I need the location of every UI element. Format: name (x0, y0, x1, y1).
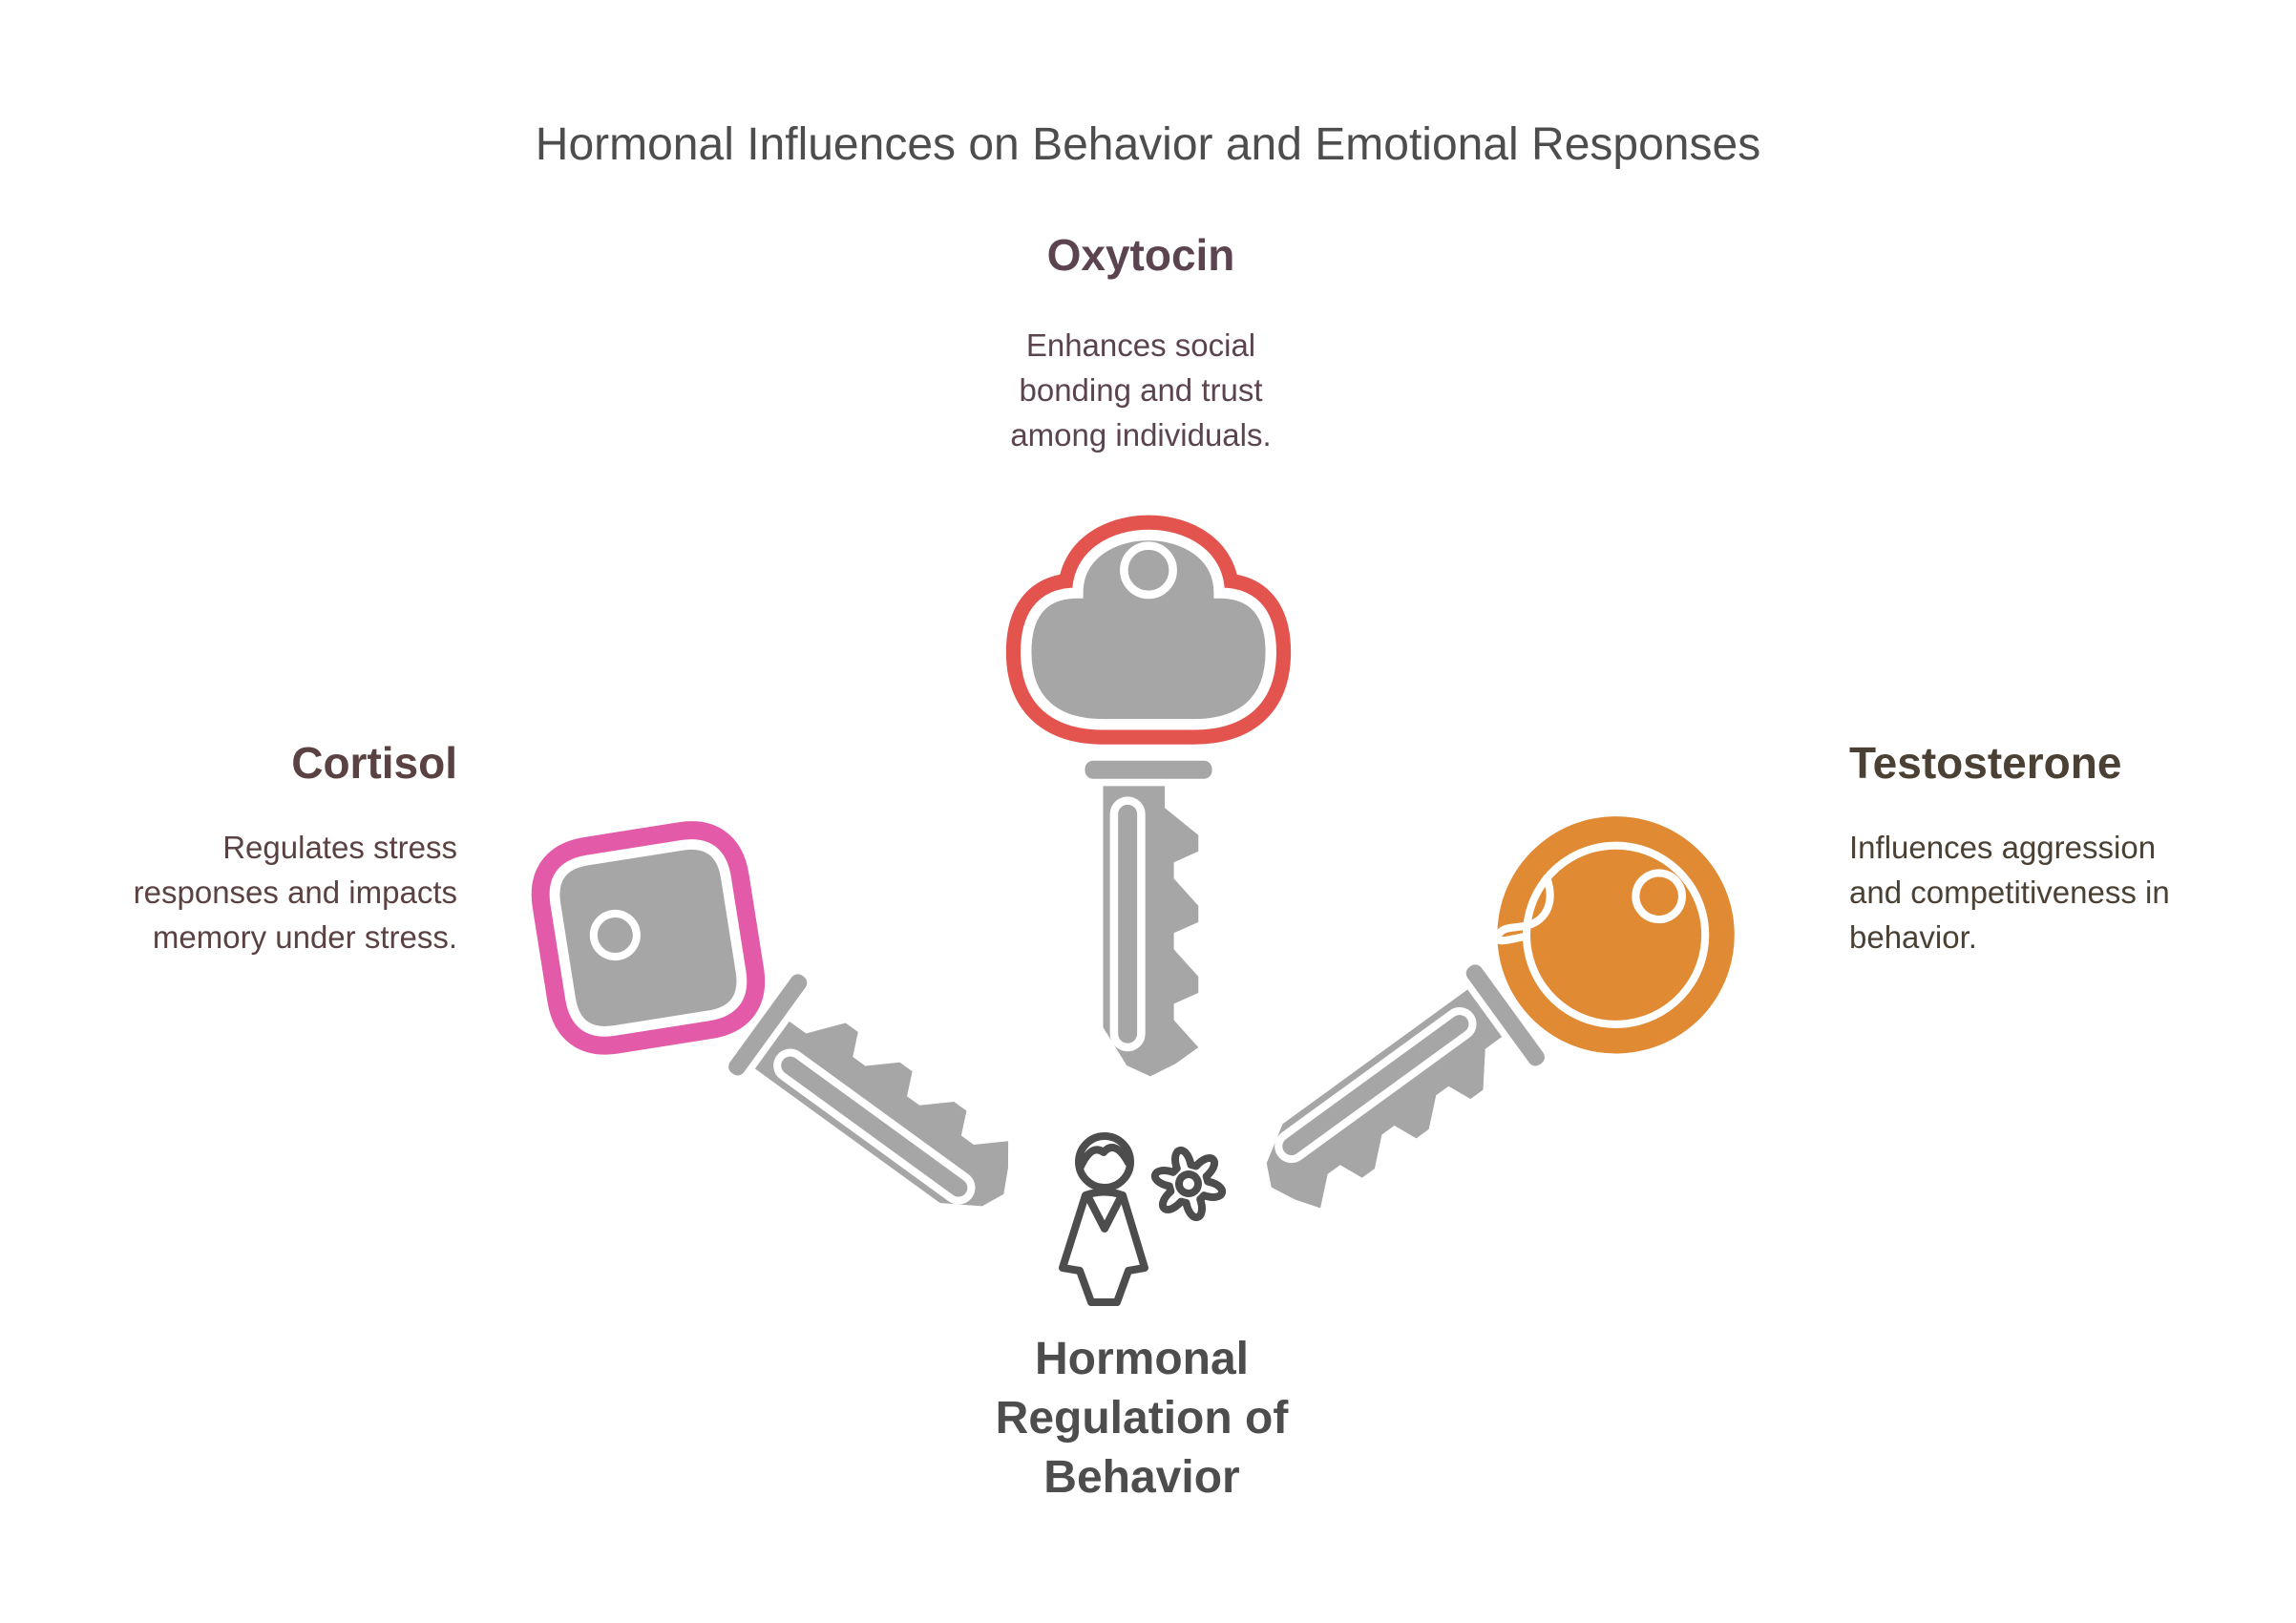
cortisol-key-icon (531, 821, 1066, 1283)
testosterone-key-icon (1201, 816, 1735, 1282)
person-body (1059, 1188, 1148, 1306)
hair-line (1076, 1144, 1132, 1172)
head-detail-curve (1493, 874, 1554, 945)
oxytocin-description: Enhances social bonding and trust among … (1010, 327, 1272, 453)
center-label: Hormonal Regulation of Behavior (995, 1334, 1289, 1503)
oxytocin-heading: Oxytocin (1046, 230, 1235, 280)
oxytocin-key-icon (1005, 515, 1292, 1076)
key-head-round (1493, 816, 1735, 1054)
testosterone-heading: Testosterone (1849, 738, 2122, 788)
key-head-cloud (1005, 515, 1292, 745)
testosterone-description: Influences aggression and competitivenes… (1849, 830, 2170, 955)
key-head-square (531, 821, 766, 1055)
person-gear-icon (1059, 1132, 1226, 1306)
diagram-title: Hormonal Influences on Behavior and Emot… (535, 119, 1761, 170)
key-shaft (1233, 957, 1553, 1237)
keyhole (589, 909, 641, 961)
keyhole (1120, 541, 1177, 600)
gear-icon (1151, 1147, 1226, 1221)
key-shaft (1082, 757, 1216, 1076)
person-icon (1059, 1132, 1148, 1306)
collar-v (1085, 1193, 1125, 1233)
keyhole (1632, 869, 1687, 924)
key-shaft (721, 966, 1041, 1247)
cortisol-heading: Cortisol (291, 738, 457, 788)
cortisol-description: Regulates stress responses and impacts m… (133, 830, 457, 955)
